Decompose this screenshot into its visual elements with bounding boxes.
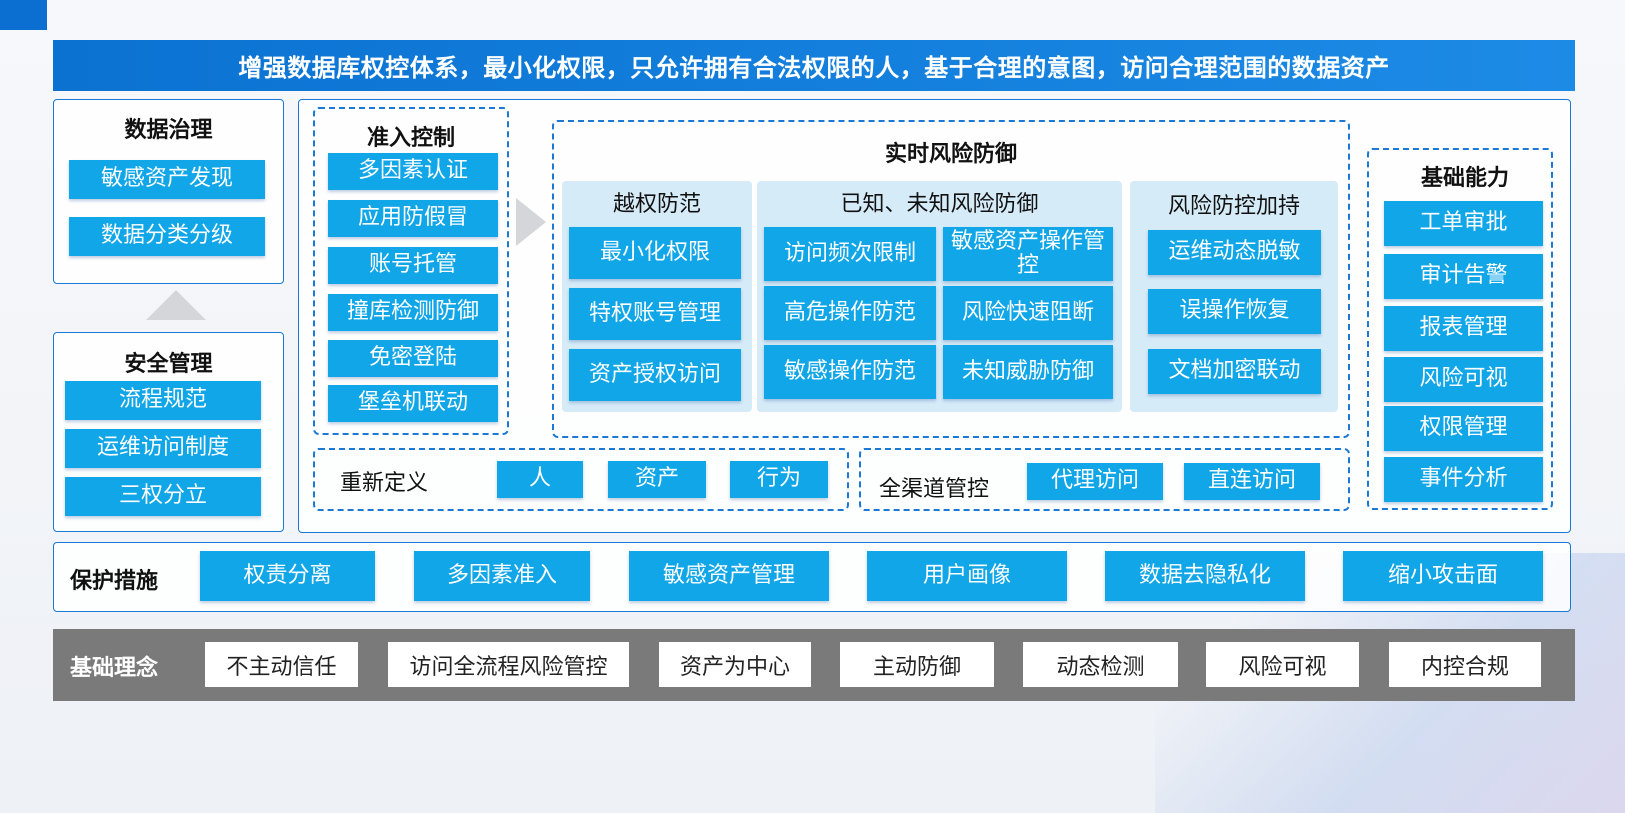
risk-visibility-button[interactable]: 风险可视 — [1384, 357, 1543, 402]
least-privilege-button[interactable]: 最小化权限 — [569, 227, 741, 279]
audit-alert-button[interactable]: 审计告警 — [1384, 254, 1543, 299]
document-encryption-button[interactable]: 文档加密联动 — [1148, 349, 1321, 394]
concept-internal-compliance[interactable]: 内控合规 — [1389, 642, 1541, 687]
dynamic-masking-button[interactable]: 运维动态脱敏 — [1148, 230, 1321, 275]
concept-zero-trust[interactable]: 不主动信任 — [205, 642, 358, 687]
multi-factor-admission-button[interactable]: 多因素准入 — [414, 551, 590, 601]
security-management-title: 安全管理 — [124, 352, 213, 377]
redefine-person-button[interactable]: 人 — [497, 461, 583, 498]
realtime-defense-title: 实时风险防御 — [884, 142, 1017, 167]
data-classification-button[interactable]: 数据分类分级 — [69, 217, 265, 256]
ops-access-policy-button[interactable]: 运维访问制度 — [65, 429, 261, 468]
concept-asset-centric[interactable]: 资产为中心 — [659, 642, 811, 687]
sensitive-asset-control-button[interactable]: 敏感资产操作管控 — [943, 227, 1113, 281]
separation-of-powers-button[interactable]: 三权分立 — [65, 477, 261, 516]
reduce-attack-surface-button[interactable]: 缩小攻击面 — [1343, 551, 1543, 601]
up-arrow-icon — [146, 290, 206, 320]
passwordless-login-button[interactable]: 免密登陆 — [328, 340, 498, 377]
bastion-linkage-button[interactable]: 堡垒机联动 — [328, 385, 498, 422]
concept-full-process-risk[interactable]: 访问全流程风险管控 — [388, 642, 629, 687]
rapid-block-button[interactable]: 风险快速阻断 — [943, 286, 1113, 340]
responsibility-separation-button[interactable]: 权责分离 — [200, 551, 375, 601]
data-governance-title: 数据治理 — [124, 118, 213, 143]
realtime-defense-panel — [552, 120, 1350, 438]
user-profile-button[interactable]: 用户画像 — [867, 551, 1067, 601]
mfa-button[interactable]: 多因素认证 — [328, 153, 498, 190]
sensitive-asset-management-button[interactable]: 敏感资产管理 — [629, 551, 829, 601]
redefine-asset-button[interactable]: 资产 — [608, 461, 706, 498]
process-standard-button[interactable]: 流程规范 — [65, 381, 261, 420]
protection-measures-label: 保护措施 — [70, 569, 159, 594]
basic-capability-panel — [1367, 148, 1553, 510]
permission-management-button[interactable]: 权限管理 — [1384, 406, 1543, 451]
privileged-account-button[interactable]: 特权账号管理 — [569, 288, 741, 340]
concept-dynamic-detection[interactable]: 动态检测 — [1023, 642, 1178, 687]
access-control-title: 准入控制 — [366, 126, 455, 151]
basic-concepts-label: 基础理念 — [70, 656, 159, 681]
page-title-banner: 增强数据库权控体系，最小化权限，只允许拥有合法权限的人，基于合理的意图，访问合理… — [53, 40, 1575, 91]
high-risk-operation-button[interactable]: 高危操作防范 — [764, 286, 936, 340]
risk-enhance-title: 风险防控加持 — [1167, 194, 1300, 219]
basic-capability-title: 基础能力 — [1420, 166, 1509, 191]
known-unknown-risk-title: 已知、未知风险防御 — [840, 192, 1039, 217]
data-deprivatization-button[interactable]: 数据去隐私化 — [1105, 551, 1305, 601]
credential-stuffing-defense-button[interactable]: 撞库检测防御 — [328, 294, 498, 331]
redefine-panel — [313, 448, 849, 511]
concept-active-defense[interactable]: 主动防御 — [840, 642, 994, 687]
proxy-access-button[interactable]: 代理访问 — [1027, 463, 1163, 500]
misoperation-recovery-button[interactable]: 误操作恢复 — [1148, 289, 1321, 334]
all-channel-panel — [859, 448, 1350, 511]
sensitive-asset-discovery-button[interactable]: 敏感资产发现 — [69, 160, 265, 199]
sensitive-operation-button[interactable]: 敏感操作防范 — [764, 345, 936, 399]
access-control-panel — [313, 107, 509, 435]
redefine-label: 重新定义 — [340, 471, 429, 496]
asset-authorization-button[interactable]: 资产授权访问 — [569, 349, 741, 401]
unknown-threat-button[interactable]: 未知威胁防御 — [943, 345, 1113, 399]
corner-accent — [0, 0, 47, 30]
report-management-button[interactable]: 报表管理 — [1384, 306, 1543, 351]
access-frequency-button[interactable]: 访问频次限制 — [764, 227, 936, 281]
event-analysis-button[interactable]: 事件分析 — [1384, 457, 1543, 502]
ticket-approval-button[interactable]: 工单审批 — [1384, 201, 1543, 246]
account-custody-button[interactable]: 账号托管 — [328, 247, 498, 284]
app-anti-spoof-button[interactable]: 应用防假冒 — [328, 200, 498, 237]
concept-risk-visibility[interactable]: 风险可视 — [1206, 642, 1359, 687]
right-arrow-icon — [516, 198, 546, 246]
privilege-prevention-title: 越权防范 — [612, 192, 701, 217]
direct-access-button[interactable]: 直连访问 — [1184, 463, 1320, 500]
redefine-behavior-button[interactable]: 行为 — [730, 461, 828, 498]
all-channel-label: 全渠道管控 — [879, 477, 990, 502]
